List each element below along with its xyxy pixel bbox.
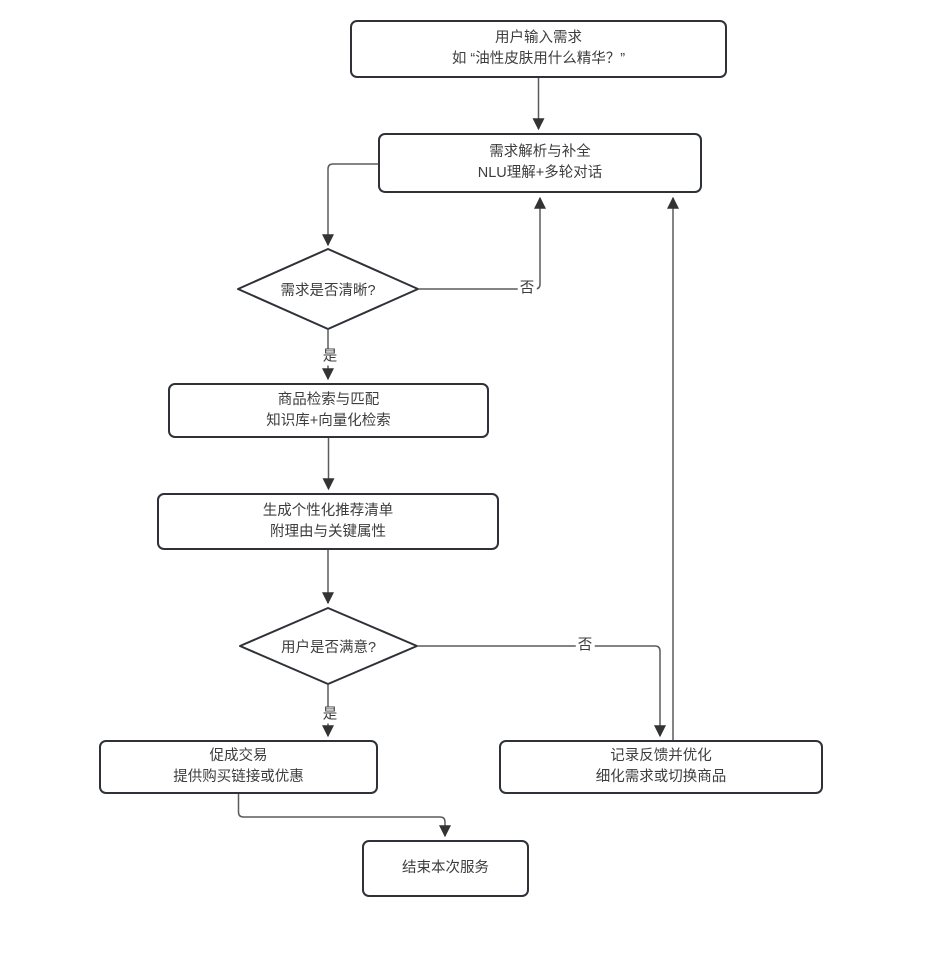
node-close-deal-line1: 促成交易 [209,748,268,764]
decision-user-satisfied-label: 用户是否满意? [280,639,377,656]
node-close-deal-line2: 提供购买链接或优惠 [173,769,304,785]
node-generate-recommendations-line1: 生成个性化推荐清单 [262,502,394,519]
node-generate-recommendations-line2: 附理由与关键属性 [270,523,386,540]
edge-label-user-satisfied-yes: 是 [320,706,340,724]
connector-clear-no-back-to-parse [419,196,546,290]
node-user-input: 用户输入需求 如 “油性皮肤用什么精华？” [350,20,727,78]
decision-requirement-clear-label: 需求是否清晰? [280,282,376,299]
node-end-service: 结束本次服务 [362,840,529,897]
node-generate-recommendations: 生成个性化推荐清单 附理由与关键属性 [157,493,499,550]
node-record-feedback-line1: 记录反馈并优化 [610,748,712,764]
decision-requirement-clear-shape [237,248,419,330]
connector-parse-to-clear-decision [322,163,378,247]
node-parse-requirements-line2: NLU理解+多轮对话 [477,165,603,181]
node-record-feedback-line2: 细化需求或切换商品 [595,769,727,785]
decision-user-satisfied: 用户是否满意? [240,632,417,660]
node-product-search: 商品检索与匹配 知识库+向量化检索 [168,383,489,438]
decision-requirement-clear: 需求是否清晰? [238,275,418,303]
node-parse-requirements: 需求解析与补全 NLU理解+多轮对话 [378,133,702,193]
node-user-input-line1: 用户输入需求 [495,30,582,46]
connector-satisfied-no-to-feedback [418,645,666,738]
decision-user-satisfied-shape [239,607,418,685]
node-user-input-line2: 如 “油性皮肤用什么精华？” [451,51,626,67]
node-record-feedback: 记录反馈并优化 细化需求或切换商品 [499,740,823,794]
edge-label-user-satisfied-no: 否 [575,637,595,655]
node-close-deal: 促成交易 提供购买链接或优惠 [99,740,378,794]
connector-deal-to-end [237,794,451,838]
node-parse-requirements-line1: 需求解析与补全 [489,144,591,160]
edge-label-requirement-clear-yes: 是 [320,348,340,366]
edge-label-requirement-clear-no: 否 [517,280,537,298]
node-product-search-line2: 知识库+向量化检索 [266,412,391,429]
node-product-search-line1: 商品检索与匹配 [277,391,380,408]
node-end-service-line1: 结束本次服务 [402,860,489,876]
